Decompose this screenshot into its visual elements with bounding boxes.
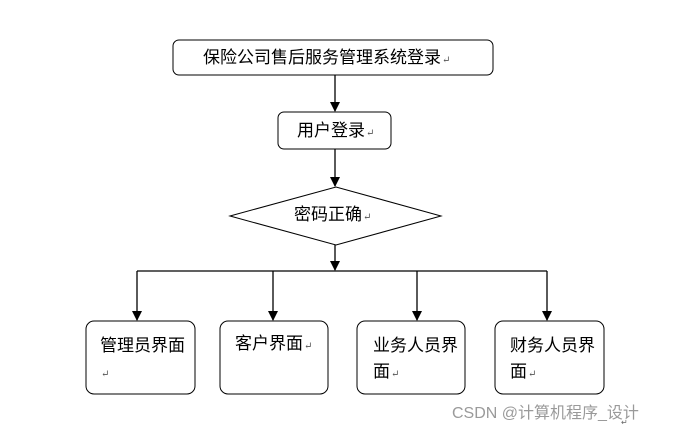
- admin-box: [85, 320, 196, 395]
- finance-box: [494, 320, 605, 395]
- title-label: 保险公司售后服务管理系统登录↵: [203, 47, 450, 72]
- check-diamond: [228, 186, 443, 246]
- business-label: 业务人员界面↵: [373, 333, 459, 388]
- paragraph-mark: ↵: [391, 369, 400, 380]
- login-text: 用户登录: [297, 121, 365, 141]
- customer-box: [219, 320, 329, 395]
- paragraph-mark: ↵: [528, 369, 537, 380]
- business-text: 业务人员界面: [373, 336, 458, 382]
- paragraph-mark: ↵: [101, 369, 110, 380]
- paragraph-mark: ↵: [442, 55, 451, 66]
- login-label: 用户登录↵: [297, 120, 374, 145]
- watermark: CSDN @计算机程序_设计: [452, 405, 639, 422]
- corner-mark: ↵: [621, 418, 628, 427]
- check-text: 密码正确: [294, 205, 362, 225]
- paragraph-mark: ↵: [366, 128, 375, 139]
- paragraph-mark: ↵: [304, 341, 313, 352]
- finance-text: 财务人员界面: [510, 336, 595, 382]
- paragraph-mark: ↵: [363, 212, 372, 223]
- title-box: [172, 39, 494, 76]
- finance-label: 财务人员界面↵: [510, 333, 596, 388]
- customer-label: 客户界面↵: [235, 333, 312, 358]
- customer-text: 客户界面: [235, 334, 303, 354]
- title-text: 保险公司售后服务管理系统登录: [203, 48, 441, 68]
- admin-text: 管理员界面: [100, 336, 185, 356]
- check-label: 密码正确↵: [294, 204, 371, 229]
- admin-label: 管理员界面 ↵: [100, 333, 186, 388]
- business-box: [356, 320, 466, 395]
